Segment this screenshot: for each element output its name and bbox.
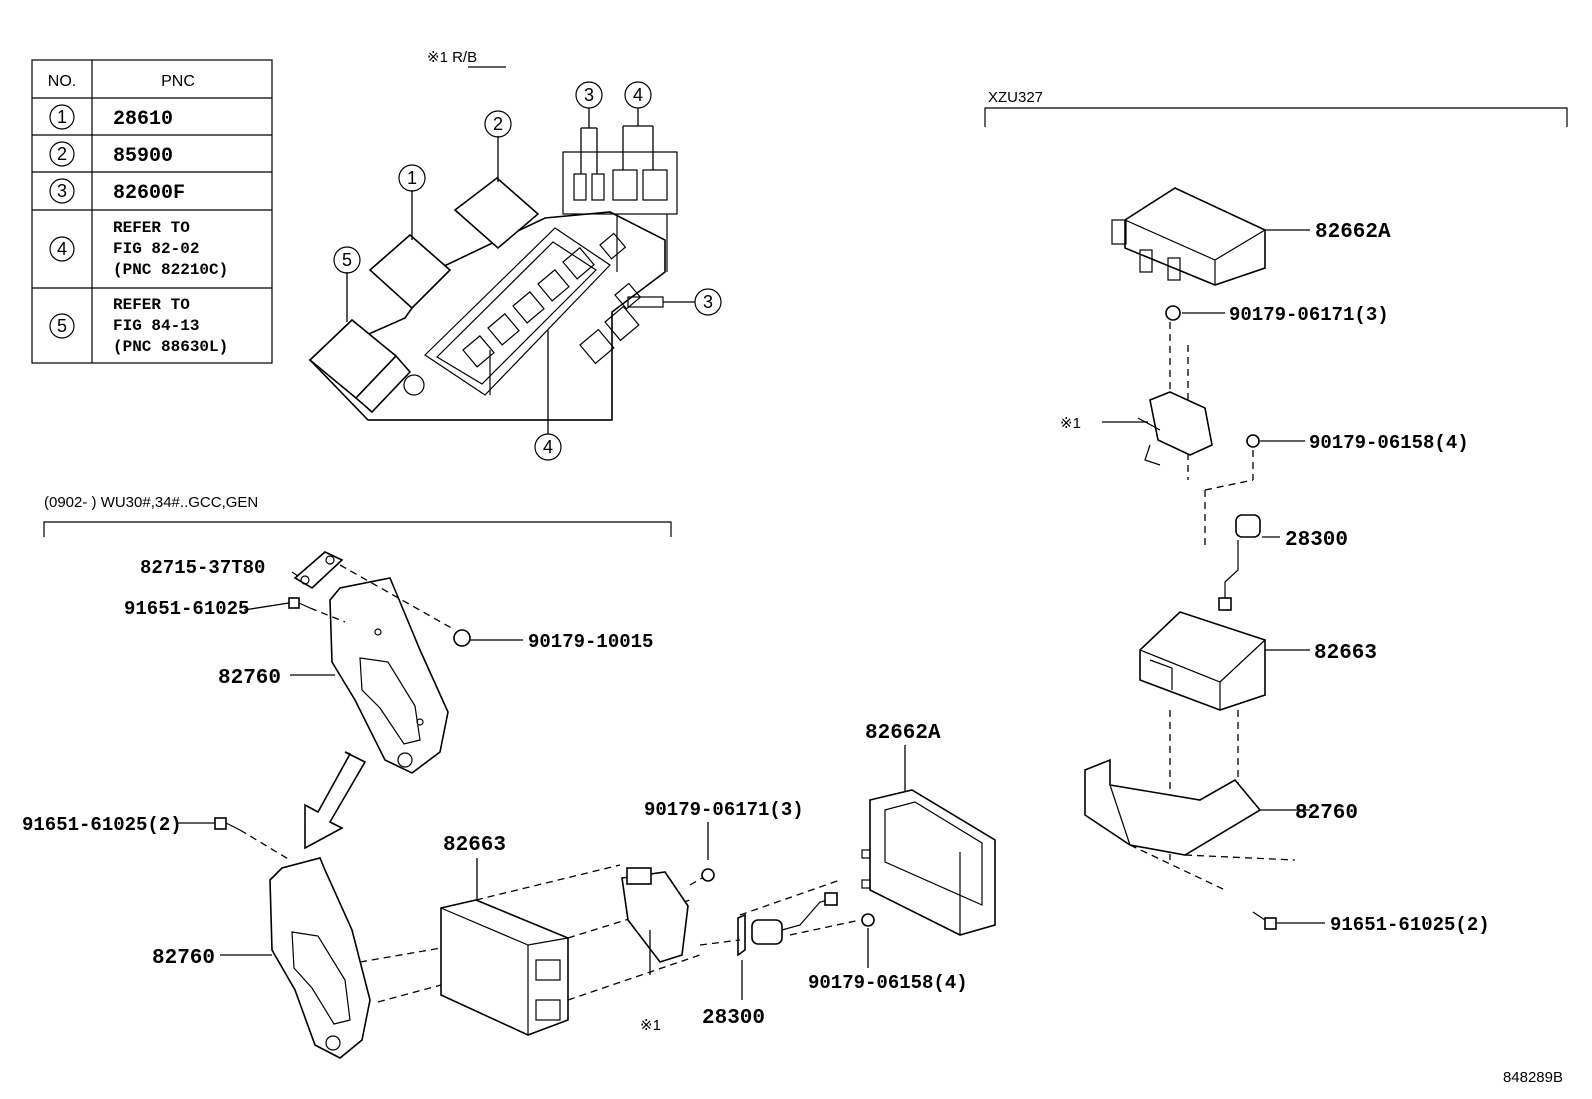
row-number: 5 <box>57 316 67 336</box>
row-pnc-line: (PNC 88630L) <box>113 338 228 356</box>
part-label-91651: 91651-61025 <box>124 598 249 620</box>
callout-3: 3 <box>584 85 594 105</box>
part-label-90179-06158: 90179-06158(4) <box>1309 432 1469 454</box>
part-label-82715: 82715-37T80 <box>140 557 265 579</box>
left-group-label: (0902- ) WU30#,34#..GCC,GEN <box>44 494 258 511</box>
part-label-82760-lower: 82760 <box>152 947 215 970</box>
table-header-pnc: PNC <box>161 73 195 90</box>
part-label-91651-2: 91651-61025(2) <box>22 814 182 836</box>
part-label-28300: 28300 <box>702 1007 765 1030</box>
table-row: 4 REFER TO FIG 82-02 (PNC 82210C) <box>49 219 228 279</box>
row-pnc: 28610 <box>113 108 173 131</box>
part-label-relay-ref: ※1 <box>1060 415 1081 432</box>
row-pnc-line: REFER TO <box>113 219 190 237</box>
table-row: 3 82600F <box>49 178 185 205</box>
callout-4: 4 <box>543 437 553 457</box>
part-label-90179-06158: 90179-06158(4) <box>808 972 968 994</box>
pnc-table: NO. PNC 1 28610 2 85900 3 82600F 4 REFER… <box>31 59 273 364</box>
part-label-82760-upper: 82760 <box>218 667 281 690</box>
part-label-82662A: 82662A <box>1315 221 1391 244</box>
row-number: 3 <box>57 181 67 201</box>
part-label-82760: 82760 <box>1295 802 1358 825</box>
callout-5: 5 <box>342 250 352 270</box>
right-assembly-group: XZU327 <box>984 89 1568 936</box>
right-group-label: XZU327 <box>988 89 1043 106</box>
table-row: 1 28610 <box>49 104 173 131</box>
row-pnc-line: REFER TO <box>113 296 190 314</box>
part-label-90179-06171: 90179-06171(3) <box>1229 304 1389 326</box>
table-row: 5 REFER TO FIG 84-13 (PNC 88630L) <box>49 296 228 356</box>
part-label-82662A: 82662A <box>865 722 941 745</box>
part-label-90179-06171: 90179-06171(3) <box>644 799 804 821</box>
left-assembly-group: (0902- ) WU30#,34#..GCC,GEN <box>22 494 996 1059</box>
part-label-82663: 82663 <box>1314 642 1377 665</box>
callout-1: 1 <box>407 168 417 188</box>
row-number: 1 <box>57 107 67 127</box>
row-number: 2 <box>57 144 67 164</box>
row-pnc-line: FIG 84-13 <box>113 317 199 335</box>
relay-block-drawing: ※1 R/B <box>308 49 722 461</box>
callout-3: 3 <box>703 292 713 312</box>
rb-header: ※1 R/B <box>427 49 477 66</box>
callout-2: 2 <box>493 114 503 134</box>
table-row: 2 85900 <box>49 141 173 168</box>
callout-4: 4 <box>633 85 643 105</box>
part-label-relay-ref: ※1 <box>640 1017 661 1034</box>
part-label-91651-61025-2: 91651-61025(2) <box>1330 914 1490 936</box>
part-label-82663: 82663 <box>443 834 506 857</box>
part-label-90179-10015: 90179-10015 <box>528 631 653 653</box>
row-pnc: 82600F <box>113 182 185 205</box>
row-pnc-line: FIG 82-02 <box>113 240 199 258</box>
figure-id: 848289B <box>1503 1069 1563 1086</box>
row-pnc-line: (PNC 82210C) <box>113 261 228 279</box>
row-pnc: 85900 <box>113 145 173 168</box>
row-number: 4 <box>57 239 67 259</box>
table-header-no: NO. <box>48 73 76 90</box>
part-label-28300: 28300 <box>1285 529 1348 552</box>
